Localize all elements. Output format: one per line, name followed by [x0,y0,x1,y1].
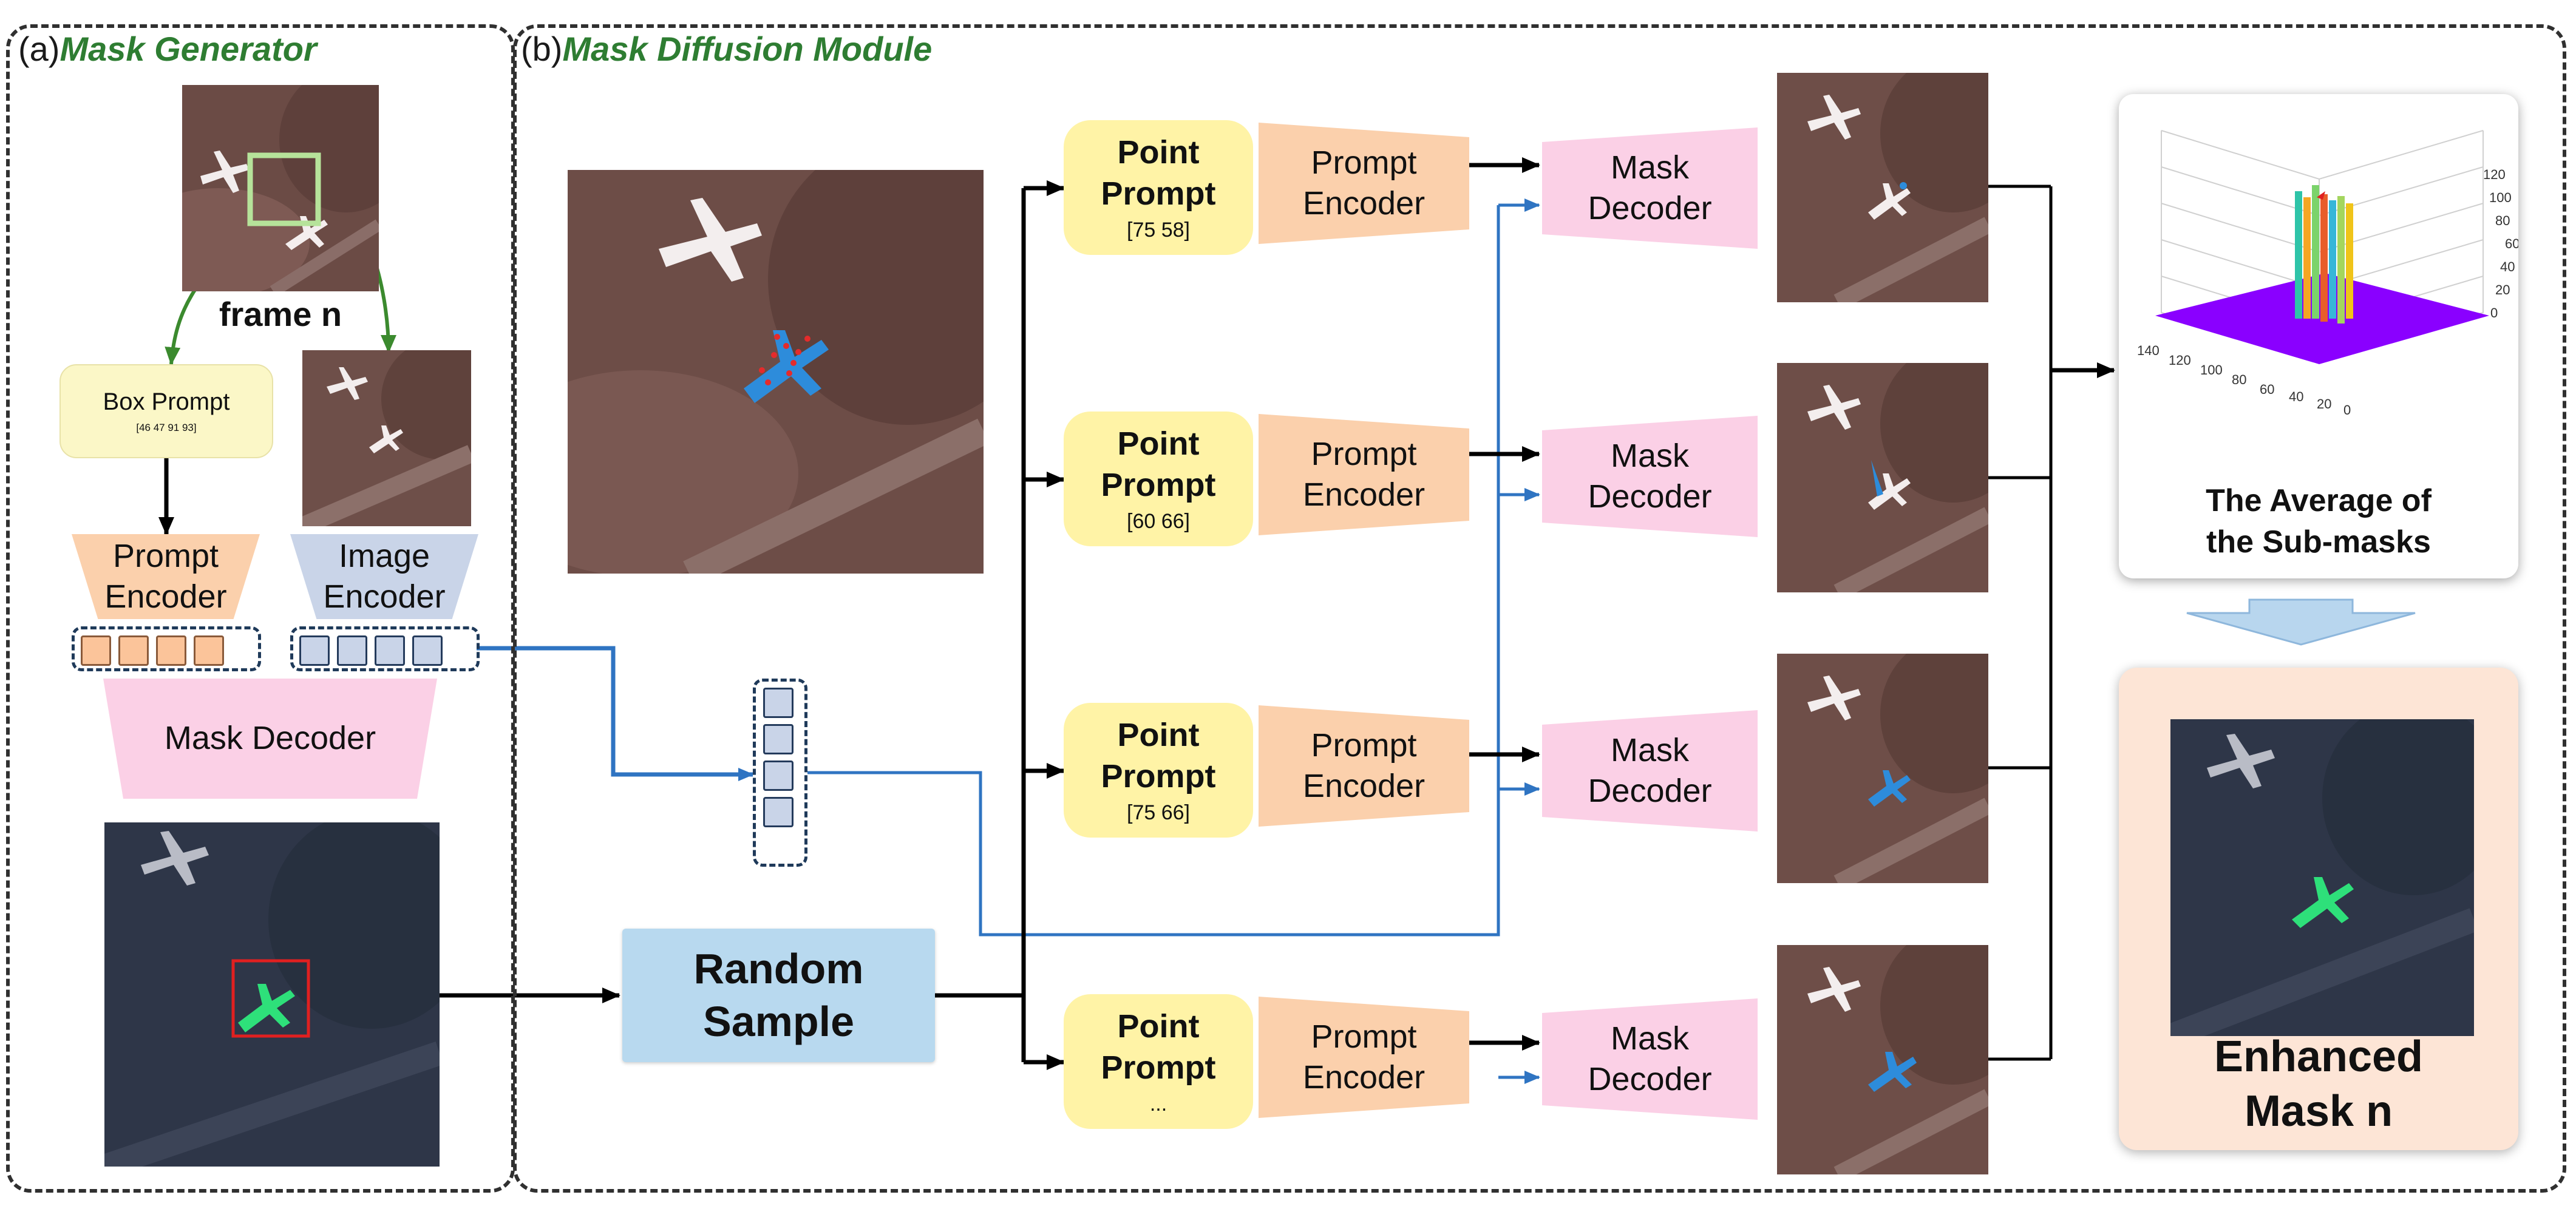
sub-mask-image-1 [1777,73,1988,302]
image-embed-arrow [477,646,754,781]
embed-bus-line [807,205,1500,937]
enhanced-mask-card: Enhanced Mask n [2119,668,2518,1150]
box-prompt-label: Box Prompt [103,388,230,415]
plot-tick-r-1: 20 [2495,282,2510,297]
frame-n-image [182,85,379,291]
plot-tick-r-2: 40 [2500,259,2515,274]
panel-b-frame [513,24,2566,1193]
mask-decoder-a: Mask Decoder [103,679,437,799]
frame-n-caption: frame n [219,295,342,333]
average-3d-plot: 0 20 40 60 80 100 120 140 120 100 80 60 … [2137,130,2518,418]
sub-mask-image-3 [1777,654,1988,883]
encoder-input-image [302,350,471,526]
image-embedding-stack [753,679,807,867]
box-prompt-node: Box Prompt [46 47 91 93] [59,364,273,458]
panel-a-label: (a)Mask Generator [18,30,317,68]
enhanced-caption-2: Mask n [2244,1087,2393,1136]
plot-tick-r-3: 60 [2505,236,2518,251]
plot-tick-b-2: 100 [2200,362,2223,378]
plot-tick-r-6: 120 [2483,167,2506,182]
average-card: 0 20 40 60 80 100 120 140 120 100 80 60 … [2119,94,2518,578]
masked-frame-image [104,822,440,1167]
plot-tick-b-0: 140 [2137,343,2160,358]
plot-spikes [2295,185,2353,324]
sub-mask-image-4 [1777,945,1988,1174]
prompt-token-row [72,626,261,671]
box-prompt-coords: [46 47 91 93] [136,422,197,433]
average-caption-2: the Sub-masks [2206,524,2431,560]
plot-tick-r-0: 0 [2490,305,2498,320]
plot-tick-b-1: 120 [2169,353,2191,368]
random-sample-node: Random Sample [622,929,935,1062]
sub-mask-image-2 [1777,363,1988,592]
average-caption-1: The Average of [2206,483,2432,518]
enhanced-caption-1: Enhanced [2214,1032,2424,1081]
plot-tick-b-6: 20 [2317,396,2331,412]
plot-tick-b-4: 60 [2260,382,2274,397]
enhanced-mask-image [2170,719,2474,1036]
image-token-row [290,626,480,671]
down-arrow [2186,598,2416,646]
plot-tick-b-5: 40 [2289,389,2303,404]
panel-b-label: (b)Mask Diffusion Module [521,30,933,68]
point-sampled-image [568,170,984,574]
plot-tick-b-3: 80 [2232,372,2246,387]
plot-tick-r-4: 80 [2495,213,2510,228]
plot-tick-r-5: 100 [2489,190,2512,205]
plot-tick-b-7: 0 [2343,402,2351,418]
